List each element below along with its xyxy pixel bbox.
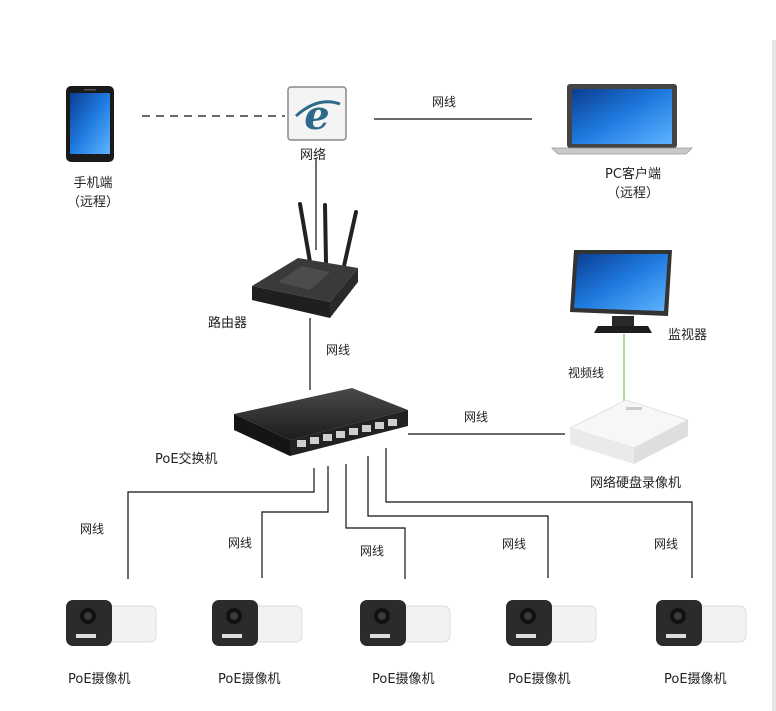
camera-2-label: PoE摄像机 xyxy=(218,672,281,687)
smartphone-icon xyxy=(66,86,114,162)
switch-label: PoE交换机 xyxy=(155,452,218,467)
pc-label-line1: PC客户端 xyxy=(605,167,661,182)
phone-label-line2: （远程） xyxy=(66,195,119,210)
camera-5-icon xyxy=(656,600,747,646)
poe-switch-icon xyxy=(234,388,408,456)
connections xyxy=(127,115,693,579)
nvr-label: 网络硬盘录像机 xyxy=(590,476,682,491)
camera-5-label: PoE摄像机 xyxy=(664,672,727,687)
camera-3-label: PoE摄像机 xyxy=(372,672,435,687)
camera-3-icon xyxy=(360,600,451,646)
camera-5-edge-label: 网线 xyxy=(654,537,679,551)
camera-4-label: PoE摄像机 xyxy=(508,672,571,687)
router-label: 路由器 xyxy=(208,316,248,331)
switch-camera-3-line xyxy=(345,464,406,579)
pc-label: PC客户端 （远程） xyxy=(588,163,678,201)
camera-3-edge-label: 网线 xyxy=(360,544,385,558)
nvr-icon xyxy=(568,399,690,464)
camera-1-label: PoE摄像机 xyxy=(68,672,131,687)
pc-label-line2: （远程） xyxy=(606,186,659,201)
monitor-icon xyxy=(570,250,672,333)
switch-camera-4-line xyxy=(367,456,549,578)
internet-icon: e xyxy=(287,86,347,141)
phone-label: 手机端 （远程） xyxy=(58,172,128,210)
camera-2-edge-label: 网线 xyxy=(228,536,253,550)
camera-1-icon xyxy=(66,600,157,646)
laptop-icon xyxy=(551,84,693,155)
camera-4-edge-label: 网线 xyxy=(502,537,527,551)
switch-camera-1-line xyxy=(127,468,315,579)
phone-label-line1: 手机端 xyxy=(73,176,113,191)
switch-nvr-edge-label: 网线 xyxy=(464,410,489,424)
right-edge-divider xyxy=(772,40,776,711)
internet-label: 网络 xyxy=(300,148,327,163)
internet-pc-edge-label: 网线 xyxy=(432,95,457,109)
svg-text:e: e xyxy=(304,92,329,139)
nvr-monitor-edge-label: 视频线 xyxy=(568,366,605,380)
camera-1-edge-label: 网线 xyxy=(80,522,105,536)
switch-camera-5-line xyxy=(385,448,693,578)
camera-2-icon xyxy=(212,600,303,646)
router-switch-edge-label: 网线 xyxy=(326,343,351,357)
camera-4-icon xyxy=(506,600,597,646)
switch-camera-2-line xyxy=(261,466,329,578)
monitor-label: 监视器 xyxy=(668,328,708,343)
router-icon xyxy=(252,202,358,318)
